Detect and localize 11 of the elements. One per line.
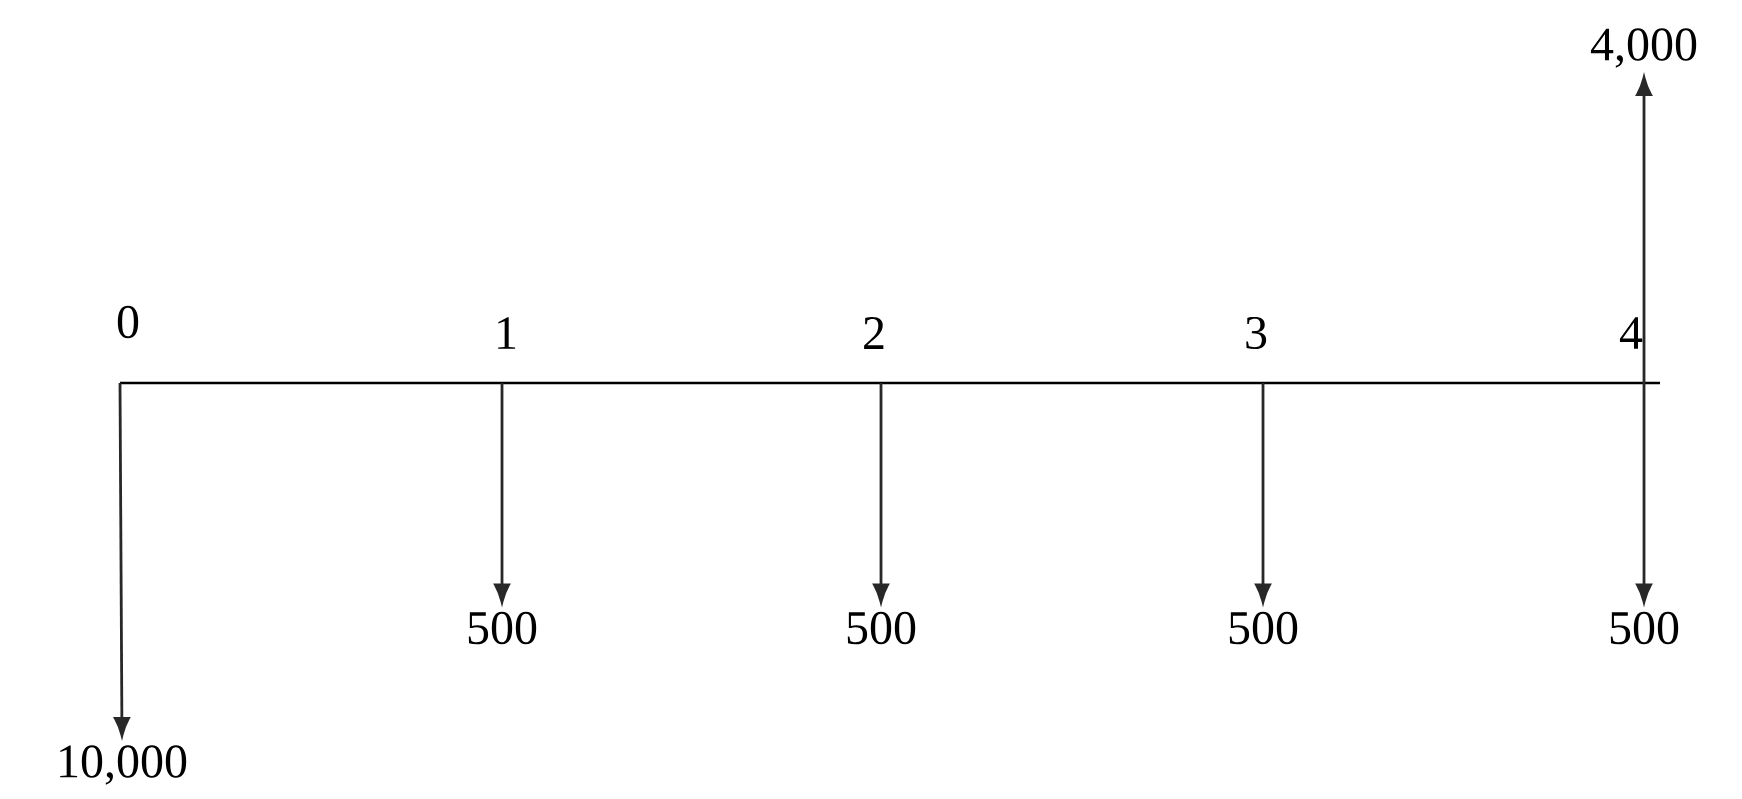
period-number: 1 [498, 317, 516, 349]
amount-label: 10,000 [60, 745, 187, 785]
amount-label: 500 [1229, 611, 1298, 645]
period-number: 0 [117, 305, 139, 339]
amount-label: 500 [847, 611, 916, 645]
period-number: 4 [1619, 317, 1643, 349]
period-number: 3 [1246, 316, 1267, 350]
period-number: 2 [864, 317, 884, 349]
amount-label: 500 [1610, 611, 1679, 645]
amount-label: 500 [468, 611, 537, 645]
amount-label: 4,000 [1590, 28, 1697, 68]
